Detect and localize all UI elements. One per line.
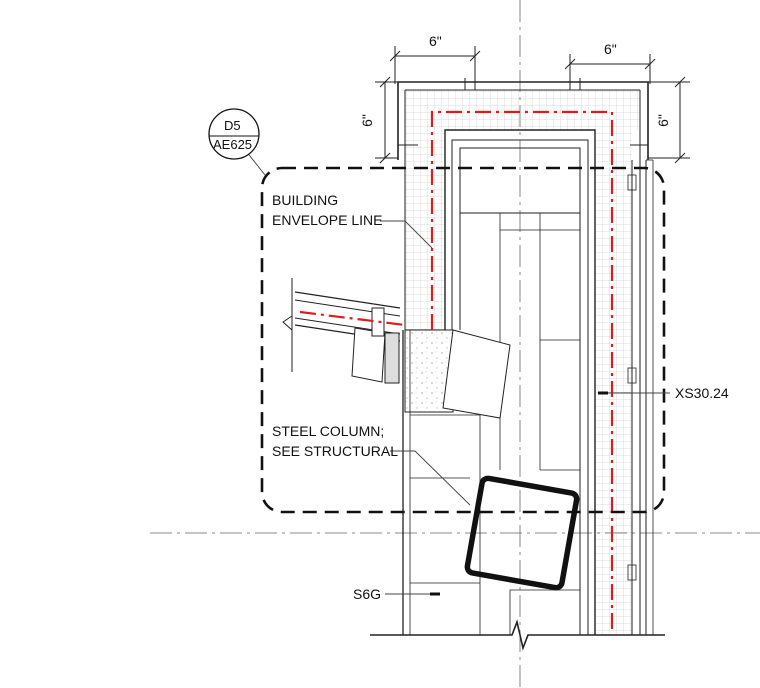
concrete-block (404, 329, 511, 419)
steel-column (464, 475, 580, 591)
reference-ticks (430, 391, 608, 596)
grade-line (370, 619, 665, 651)
detail-number: D5 (224, 118, 241, 133)
dimension-top-left: 6" (429, 33, 442, 49)
detail-boundary (260, 166, 666, 514)
note-column-line-1: STEEL COLUMN; (272, 423, 385, 439)
dimension-right-vertical: 6" (654, 114, 671, 127)
note-envelope-line-2: ENVELOPE LINE (272, 212, 383, 228)
leader-lines (241, 145, 670, 595)
reference-xs: XS30.24 (675, 385, 729, 401)
note-envelope-line-1: BUILDING (272, 192, 339, 208)
insulation-hatch (405, 90, 640, 635)
detail-tag-symbol (208, 108, 260, 160)
dimension-lines (375, 46, 690, 164)
note-column-line-2: SEE STRUCTURAL (272, 443, 399, 459)
window-frame (282, 278, 401, 384)
dimension-top-right: 6" (604, 41, 617, 57)
detail-sheet: AE625 (213, 137, 253, 152)
dimension-left-vertical: 6" (358, 114, 375, 127)
wall-assembly (397, 78, 654, 635)
envelope-line (299, 110, 614, 635)
reference-s6g: S6G (353, 586, 382, 602)
